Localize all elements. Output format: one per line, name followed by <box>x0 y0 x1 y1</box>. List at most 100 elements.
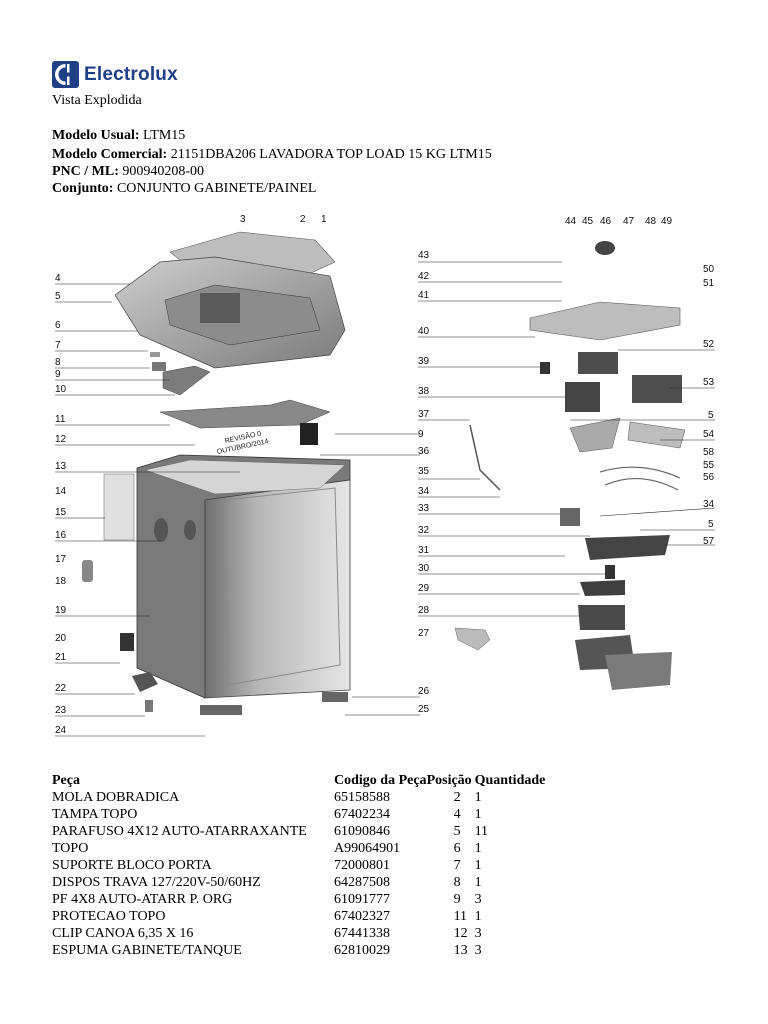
callout: 39 <box>418 356 430 367</box>
table-header-row: Peça Codigo da Peça Posição Quantidade <box>52 772 545 789</box>
cell-quantidade: 1 <box>474 875 482 890</box>
parts-table: Peça Codigo da Peça Posição Quantidade M… <box>52 772 545 959</box>
callout: 41 <box>418 290 430 301</box>
cell-quantidade: 3 <box>474 926 482 941</box>
callout: 37 <box>418 409 430 420</box>
top-assembly <box>114 231 346 369</box>
callout: 53 <box>703 377 715 388</box>
callout: 6 <box>55 320 61 331</box>
callout: 49 <box>661 216 673 227</box>
callout: 46 <box>600 216 612 227</box>
header-quantidade: Quantidade <box>474 773 546 788</box>
callout: 14 <box>55 486 67 497</box>
callout: 34 <box>703 499 715 510</box>
cell-posicao: 9 <box>453 892 461 907</box>
callout: 40 <box>418 326 430 337</box>
callout: 5 <box>708 519 714 530</box>
callout: 51 <box>703 278 715 289</box>
cell-peca: MOLA DOBRADICA <box>52 790 180 805</box>
cell-peca: ESPUMA GABINETE/TANQUE <box>52 943 242 958</box>
cell-peca: PF 4X8 AUTO-ATARR P. ORG <box>52 892 233 907</box>
cell-quantidade: 1 <box>474 841 482 856</box>
cell-codigo: 67402327 <box>334 909 390 924</box>
callout: 3 <box>240 214 246 225</box>
header-posicao: Posição <box>426 773 472 788</box>
callout: 16 <box>55 530 67 541</box>
callout: 24 <box>55 725 67 736</box>
modelo-comercial-value: 21151DBA206 LAVADORA TOP LOAD 15 KG LTM1… <box>170 147 492 162</box>
callout: 13 <box>55 461 67 472</box>
cell-peca: SUPORTE BLOCO PORTA <box>52 858 212 873</box>
callout: 33 <box>418 503 430 514</box>
modelo-usual: Modelo Usual: LTM15 <box>52 128 185 144</box>
header-peca: Peça <box>52 773 80 788</box>
revision-stamp: REVISÃO 0 OUTUBRO/2014 <box>216 429 269 456</box>
callout: 30 <box>418 563 430 574</box>
cell-peca: TOPO <box>52 841 89 856</box>
conjunto-value: CONJUNTO GABINETE/PAINEL <box>116 181 317 196</box>
callout: 56 <box>703 472 715 483</box>
callout-labels: 4 5 6 7 8 9 10 11 12 13 14 15 16 17 18 1… <box>55 214 715 736</box>
callout: 58 <box>703 447 715 458</box>
cell-quantidade: 3 <box>474 892 482 907</box>
cell-peca: DISPOS TRAVA 127/220V-50/60HZ <box>52 875 261 890</box>
callout: 4 <box>55 273 61 284</box>
cell-codigo: 65158588 <box>334 790 390 805</box>
callout: 1 <box>321 214 327 225</box>
cell-codigo: 64287508 <box>334 875 390 890</box>
cell-codigo: A99064901 <box>334 841 401 856</box>
cell-posicao: 6 <box>453 841 461 856</box>
subtitle: Vista Explodida <box>52 93 142 108</box>
callout: 45 <box>582 216 594 227</box>
callout: 9 <box>418 429 424 440</box>
callout: 55 <box>703 460 715 471</box>
callout: 11 <box>55 414 66 425</box>
callout: 12 <box>55 434 67 445</box>
cell-codigo: 62810029 <box>334 943 390 958</box>
callout: 5 <box>55 291 61 302</box>
callout: 47 <box>623 216 635 227</box>
callout: 48 <box>645 216 657 227</box>
callout: 8 <box>55 357 61 368</box>
cell-posicao: 13 <box>453 943 468 958</box>
modelo-comercial-label: Modelo Comercial: <box>52 147 168 162</box>
cell-posicao: 12 <box>453 926 468 941</box>
callout: 52 <box>703 339 715 350</box>
cell-codigo: 61091777 <box>334 892 390 907</box>
cell-peca: PARAFUSO 4X12 AUTO-ATARRAXANTE <box>52 824 307 839</box>
callout: 29 <box>418 583 430 594</box>
callout: 20 <box>55 633 67 644</box>
callout: 54 <box>703 429 715 440</box>
callout: 42 <box>418 271 430 282</box>
callout: 21 <box>55 652 67 663</box>
callout: 23 <box>55 705 67 716</box>
callout: 28 <box>418 605 430 616</box>
exploded-view-diagram: REVISÃO 0 OUTUBRO/2014 <box>55 214 716 737</box>
callout: 19 <box>55 605 67 616</box>
callout: 43 <box>418 250 430 261</box>
callout: 31 <box>418 545 430 556</box>
modelo-usual-label: Modelo Usual: <box>52 128 140 143</box>
cell-quantidade: 1 <box>474 807 482 822</box>
cell-quantidade: 1 <box>474 858 482 873</box>
cell-posicao: 8 <box>453 875 461 890</box>
modelo-comercial: Modelo Comercial: 21151DBA206 LAVADORA T… <box>52 147 492 163</box>
cell-posicao: 5 <box>453 824 461 839</box>
callout: 2 <box>300 214 306 225</box>
callout: 34 <box>418 486 430 497</box>
modelo-usual-value: LTM15 <box>143 128 186 143</box>
callout: 7 <box>55 340 61 351</box>
callout: 26 <box>418 686 430 697</box>
header-codigo: Codigo da Peça <box>334 773 427 788</box>
callout: 5 <box>708 410 714 421</box>
callout: 22 <box>55 683 67 694</box>
right-side-parts <box>454 241 686 690</box>
callout: 57 <box>703 536 715 547</box>
callout: 32 <box>418 525 430 536</box>
